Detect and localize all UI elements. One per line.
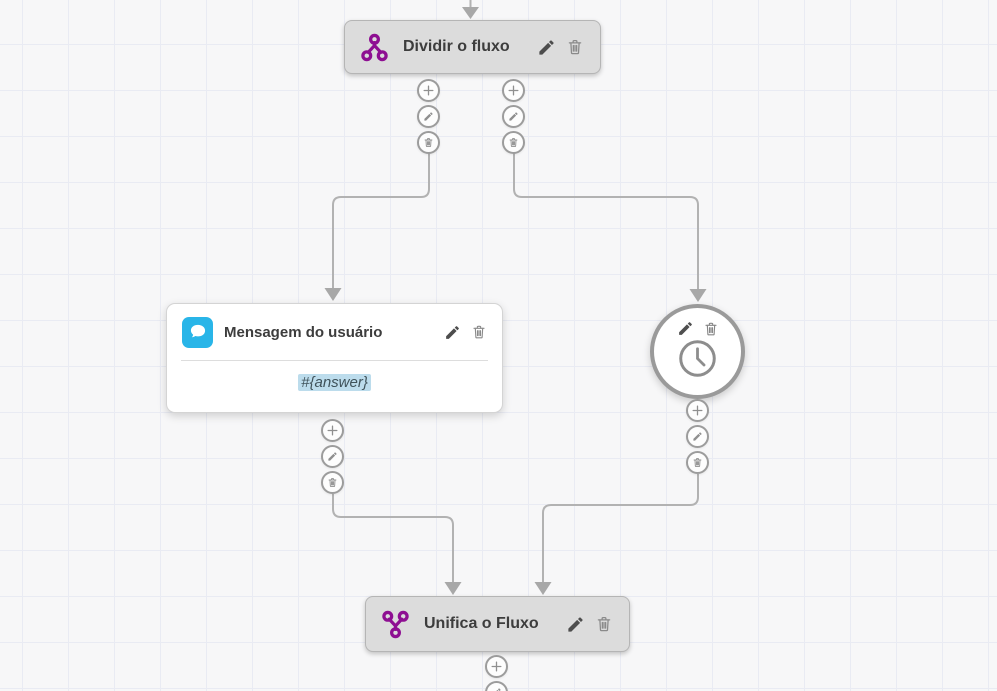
plus-icon (423, 85, 434, 96)
pencil-icon (496, 688, 501, 691)
edit-connection-button[interactable] (485, 681, 508, 691)
node-user-message[interactable]: Mensagem do usuário #{answer} (166, 303, 503, 413)
delete-node-button[interactable] (471, 324, 487, 340)
split-flow-icon (361, 33, 388, 61)
ports-split-output-a (417, 79, 440, 154)
ports-merge-output (485, 655, 508, 691)
plus-icon (327, 425, 338, 436)
edge-wait-to-merge (534, 474, 699, 595)
plus-icon (508, 85, 519, 96)
pencil-icon (509, 112, 518, 121)
merge-flow-icon (382, 610, 409, 638)
trash-icon (424, 138, 433, 147)
node-title: Unifica o Fluxo (424, 615, 539, 632)
pencil-icon (446, 325, 459, 339)
node-header: Mensagem do usuário (167, 304, 502, 360)
ports-message-output (321, 419, 344, 494)
delete-node-button[interactable] (566, 38, 584, 56)
plus-icon (692, 405, 703, 416)
edge-split-to-wait (513, 153, 707, 302)
node-wait[interactable] (650, 304, 745, 399)
edge-split-to-message (324, 153, 430, 301)
add-connection-button[interactable] (686, 399, 709, 422)
edit-node-button[interactable] (566, 615, 585, 634)
delete-connection-button[interactable] (686, 451, 709, 474)
chat-bubble-glyph (190, 324, 205, 338)
edit-node-button[interactable] (537, 38, 556, 57)
add-connection-button[interactable] (502, 79, 525, 102)
ports-split-output-b (502, 79, 525, 154)
edit-connection-button[interactable] (502, 105, 525, 128)
trash-icon (473, 325, 485, 339)
add-connection-button[interactable] (417, 79, 440, 102)
edit-node-button[interactable] (677, 320, 694, 337)
node-title: Mensagem do usuário (224, 323, 383, 341)
delete-connection-button[interactable] (502, 131, 525, 154)
add-connection-button[interactable] (485, 655, 508, 678)
node-body: #{answer} (167, 361, 502, 391)
trash-icon (509, 138, 518, 147)
pencil-icon (693, 432, 702, 441)
node-merge-flow[interactable]: Unifica o Fluxo (365, 596, 630, 652)
edit-connection-button[interactable] (686, 425, 709, 448)
trash-icon (328, 478, 337, 487)
divider (181, 360, 488, 361)
edge-entry-to-split (462, 0, 479, 19)
pencil-icon (328, 452, 337, 461)
trash-icon (597, 616, 611, 632)
trash-icon (704, 322, 717, 335)
edge-message-to-merge (332, 494, 462, 595)
pencil-icon (424, 112, 433, 121)
plus-icon (491, 661, 502, 672)
pencil-icon (539, 39, 554, 55)
trash-icon (693, 458, 702, 467)
pencil-icon (568, 616, 583, 632)
edit-connection-button[interactable] (321, 445, 344, 468)
add-connection-button[interactable] (321, 419, 344, 442)
delete-connection-button[interactable] (417, 131, 440, 154)
edit-node-button[interactable] (444, 324, 461, 341)
chat-bubble-icon (182, 316, 213, 348)
edit-connection-button[interactable] (417, 105, 440, 128)
trash-icon (568, 39, 582, 55)
pencil-icon (678, 322, 692, 335)
delete-node-button[interactable] (595, 615, 613, 633)
delete-connection-button[interactable] (321, 471, 344, 494)
node-split-flow[interactable]: Dividir o fluxo (344, 20, 601, 74)
clock-icon (679, 340, 716, 377)
ports-wait-output (686, 399, 709, 474)
node-title: Dividir o fluxo (403, 38, 510, 55)
variable-chip: #{answer} (298, 374, 371, 391)
delete-node-button[interactable] (703, 321, 719, 337)
